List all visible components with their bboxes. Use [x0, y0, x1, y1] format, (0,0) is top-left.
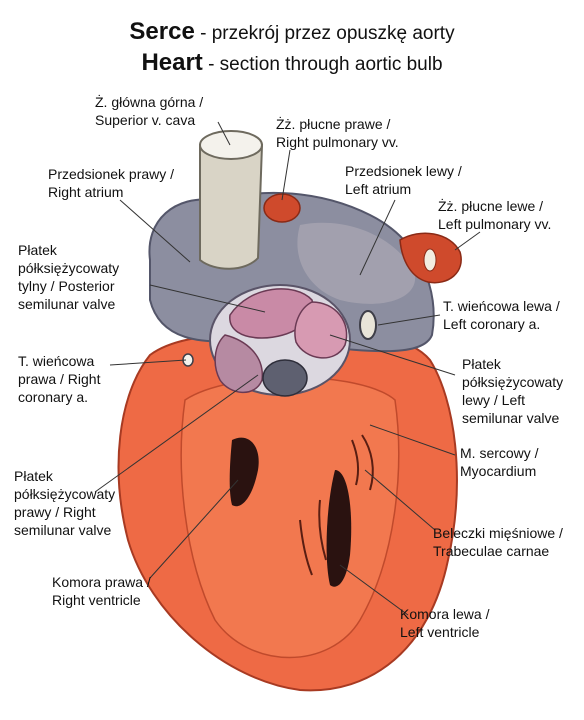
- right-ventricle-cavity: [229, 437, 259, 507]
- trabeculae-carnae-strokes: [299, 434, 374, 576]
- left-pulmonary-vein-opening: [423, 248, 437, 272]
- label-left-semilunar-valve: Płatek półksiężycowaty lewy / Left semil…: [462, 356, 564, 426]
- label-right-semilunar-valve: Płatek półksiężycowaty prawy / Right sem…: [14, 468, 116, 538]
- label-left-atrium: Przedsionek lewy / Left atrium: [345, 163, 462, 197]
- right-pulmonary-vein: [263, 193, 301, 223]
- leader-lines: [94, 121, 481, 616]
- left-atrium-shade: [297, 222, 416, 304]
- left-ventricle-cavity: [326, 470, 352, 587]
- label-left-ventricle: Komora lewa / Left ventricle: [400, 606, 490, 640]
- title-english-bold: Heart: [141, 49, 203, 76]
- label-right-pulmonary-veins: Żż. płucne prawe / Right pulmonary vv.: [276, 116, 399, 150]
- title-line-1: Serce - przekrój przez opuszkę aorty: [0, 18, 584, 46]
- title-polish-bold: Serce: [129, 18, 195, 45]
- label-myocardium: M. sercowy / Myocardium: [460, 445, 539, 479]
- label-left-coronary-artery: T. wieńcowa lewa / Left coronary a.: [443, 298, 560, 332]
- superior-vena-cava: [199, 144, 264, 270]
- left-semilunar-valve: [294, 301, 348, 359]
- right-semilunar-valve: [214, 334, 263, 394]
- valve-center-dark: [262, 359, 308, 397]
- label-trabeculae-carnae: Beleczki mięśniowe / Trabeculae carnae: [433, 525, 563, 559]
- label-right-ventricle: Komora prawa / Right ventricle: [52, 574, 151, 608]
- title-line-2: Heart - section through aortic bulb: [0, 49, 584, 77]
- label-superior-vena-cava: Ż. główna górna / Superior v. cava: [95, 94, 204, 128]
- superior-vena-cava-opening: [199, 130, 263, 160]
- left-coronary-artery: [359, 310, 377, 340]
- label-right-atrium: Przedsionek prawy / Right atrium: [48, 166, 175, 200]
- label-right-coronary-artery: T. wieńcowa prawa / Right coronary a.: [18, 353, 101, 405]
- title-english-rest: - section through aortic bulb: [202, 54, 443, 75]
- label-left-pulmonary-veins: Żż. płucne lewe / Left pulmonary vv.: [438, 198, 552, 232]
- label-posterior-semilunar-valve: Płatek półksiężycowaty tylny / Posterior…: [18, 242, 120, 312]
- title-polish-rest: - przekrój przez opuszkę aorty: [194, 23, 455, 44]
